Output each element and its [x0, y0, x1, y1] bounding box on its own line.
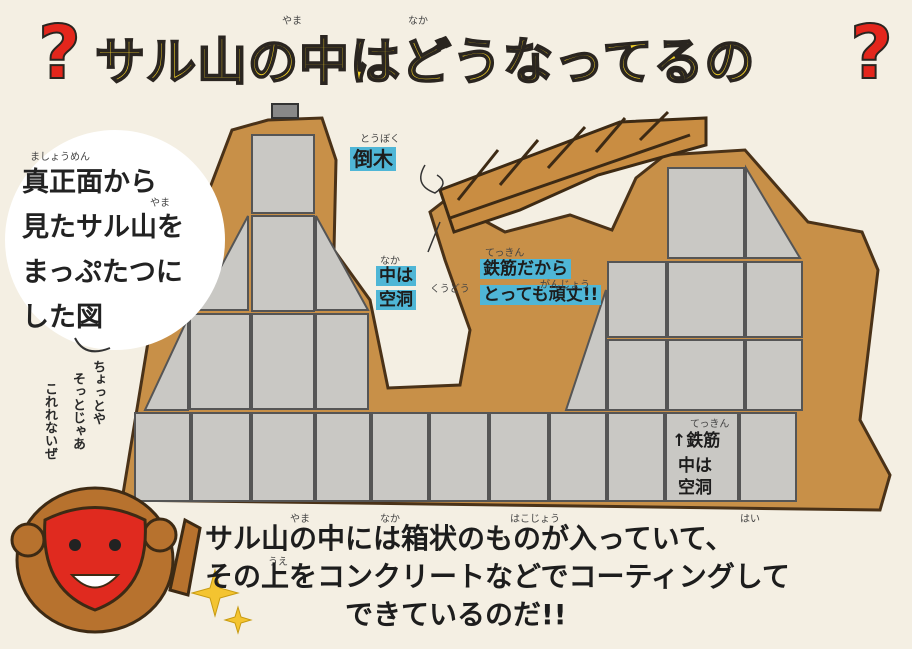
- label-naka-kudou: 中は 空洞: [376, 264, 416, 312]
- side-text-3: これれないぜ: [42, 382, 57, 460]
- monkey-character: [10, 486, 202, 634]
- bubble-line: 見たサル山を: [22, 212, 184, 243]
- bubble-text: 真正面から 見たサル山を まっぷたつに した図: [22, 160, 212, 340]
- label-ruby-ganjou: がんじょう: [540, 280, 590, 291]
- label-kudou-text: 空洞: [376, 290, 416, 310]
- tree-rebar: [449, 110, 691, 220]
- label-ruby-tekkin: てっきん: [485, 248, 525, 259]
- bottom-line-3: できているのだ!!: [345, 598, 567, 631]
- bottom-ruby-naka: なか: [380, 514, 400, 525]
- bubble-arrow: [74, 337, 111, 353]
- label-ruby-arrow-tekkin: てっきん: [690, 419, 730, 430]
- label-inner-naka-1: 中は: [678, 456, 712, 476]
- pointer-arrow-hollow: [427, 221, 441, 253]
- label-arrow-tekkin: ↑鉄筋: [672, 431, 721, 451]
- label-ruby-naka: なか: [380, 256, 400, 267]
- label-tekkin-text: 鉄筋だから: [480, 259, 571, 279]
- bubble-line: まっぷたつに: [22, 257, 183, 288]
- pointer-arrow-tree: [420, 164, 444, 194]
- bottom-ruby-hai: はい: [740, 514, 760, 525]
- question-mark-left: ?: [37, 9, 82, 97]
- tower-cap: [271, 103, 299, 119]
- label-inner-naka: 中は 空洞: [678, 455, 712, 499]
- bottom-line-2: その上をコンクリートなどでコーティングして: [205, 560, 790, 593]
- label-inner-naka-2: 空洞: [678, 478, 712, 498]
- bubble-ruby-yama: やま: [150, 198, 170, 209]
- label-tekkin: 鉄筋だから とっても頑丈!!: [480, 256, 602, 308]
- title-ruby-naka: なか: [408, 16, 428, 27]
- sparkle-icon: [190, 568, 240, 618]
- side-text-1: ちょっとや: [90, 360, 105, 425]
- bottom-caption: サル山の中には箱状のものが入っていて、 その上をコンクリートなどでコーティングし…: [205, 520, 790, 634]
- label-naka-text: 中は: [376, 266, 416, 286]
- bubble-ruby-shoumen: ましょうめん: [30, 152, 90, 163]
- bottom-ruby-yama: やま: [290, 514, 310, 525]
- bottom-ruby-ue: うえ: [268, 557, 288, 568]
- label-toboku-text: 倒木: [350, 147, 396, 171]
- question-mark-right: ?: [849, 9, 894, 97]
- page-title: サル山の中はどうなってるの: [94, 32, 756, 92]
- side-text-2: そっとじゃあ: [70, 372, 85, 450]
- speech-bubble: [5, 130, 225, 350]
- box-frame: [134, 134, 803, 502]
- sparkle-icon: [223, 605, 253, 635]
- bubble-line: 真正面から: [22, 167, 157, 198]
- label-ruby-kudou: くうどう: [430, 284, 470, 295]
- label-ruby-toboku: とうぼく: [360, 134, 400, 145]
- bubble-line: した図: [22, 302, 103, 333]
- bottom-line-1: サル山の中には箱状のものが入っていて、: [205, 522, 734, 555]
- label-ganjou-text: とっても頑丈!!: [480, 285, 602, 305]
- title-ruby-yama: やま: [282, 16, 302, 27]
- label-toboku: 倒木: [350, 143, 396, 172]
- bottom-ruby-hakojou: はこじょう: [510, 514, 560, 525]
